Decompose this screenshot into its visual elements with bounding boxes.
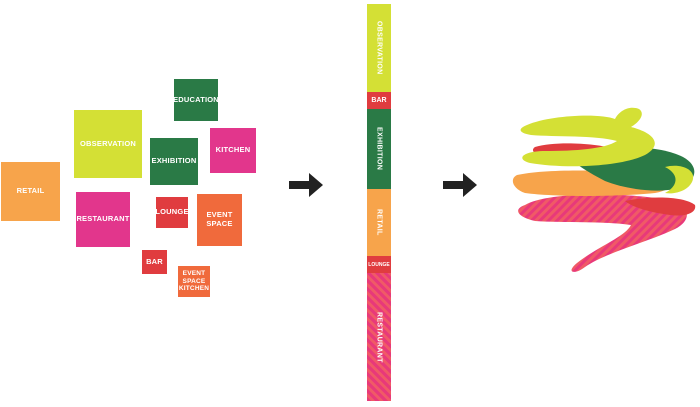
- program-box-label: BAR: [146, 256, 163, 266]
- program-box-label: EVENT SPACE KITCHEN: [178, 270, 210, 293]
- program-box-event-space-kitchen: EVENT SPACE KITCHEN: [178, 266, 210, 297]
- program-box-label: EVENT SPACE: [206, 210, 233, 228]
- stack-label: BAR: [371, 97, 387, 104]
- stack-label: OBSERVATION: [375, 21, 383, 75]
- stack-segment-exhibition: EXHIBITION: [367, 109, 391, 189]
- program-box-education: EDUCATION: [173, 79, 219, 121]
- program-box-label: KITCHEN: [215, 145, 251, 155]
- stack-segment-bar: BAR: [367, 92, 391, 109]
- program-box-label: LOUNGE: [155, 207, 189, 217]
- stack-label: EXHIBITION: [375, 127, 383, 171]
- program-stack: OBSERVATION BAR EXHIBITION RETAIL LOUNGE…: [367, 4, 391, 401]
- stack-segment-restaurant: RESTAURANT: [367, 273, 391, 401]
- spiral-tier-observation: [520, 107, 655, 167]
- stack-label: LOUNGE: [368, 261, 390, 268]
- program-box-bar: BAR: [142, 250, 167, 274]
- stack-label: RESTAURANT: [375, 311, 383, 363]
- program-box-retail: RETAIL: [1, 162, 60, 221]
- spiral-form-graphic: [512, 107, 696, 272]
- program-box-label: EXHIBITION: [151, 156, 197, 166]
- arrow-right-icon: [289, 173, 323, 197]
- arrow-right-icon: [443, 173, 477, 197]
- program-box-lounge: LOUNGE: [155, 197, 189, 228]
- program-box-observation: OBSERVATION: [74, 110, 142, 178]
- program-box-restaurant: RESTAURANT: [76, 192, 130, 247]
- stack-segment-retail: RETAIL: [367, 189, 391, 256]
- stack-segment-lounge: LOUNGE: [367, 256, 391, 273]
- program-box-label: RETAIL: [16, 186, 45, 196]
- program-box-label: OBSERVATION: [80, 138, 136, 148]
- stack-segment-observation: OBSERVATION: [367, 4, 391, 92]
- stack-label: RETAIL: [375, 209, 383, 236]
- program-box-label: RESTAURANT: [76, 214, 130, 224]
- spiral-tier-restaurant: [518, 194, 687, 272]
- program-box-exhibition: EXHIBITION: [150, 138, 198, 185]
- spiral-tier-top: [665, 165, 694, 194]
- program-box-kitchen: KITCHEN: [210, 128, 256, 173]
- program-box-label: EDUCATION: [173, 94, 219, 104]
- spiral-tier-lounge: [625, 197, 696, 216]
- program-box-event-space: EVENT SPACE: [197, 194, 242, 246]
